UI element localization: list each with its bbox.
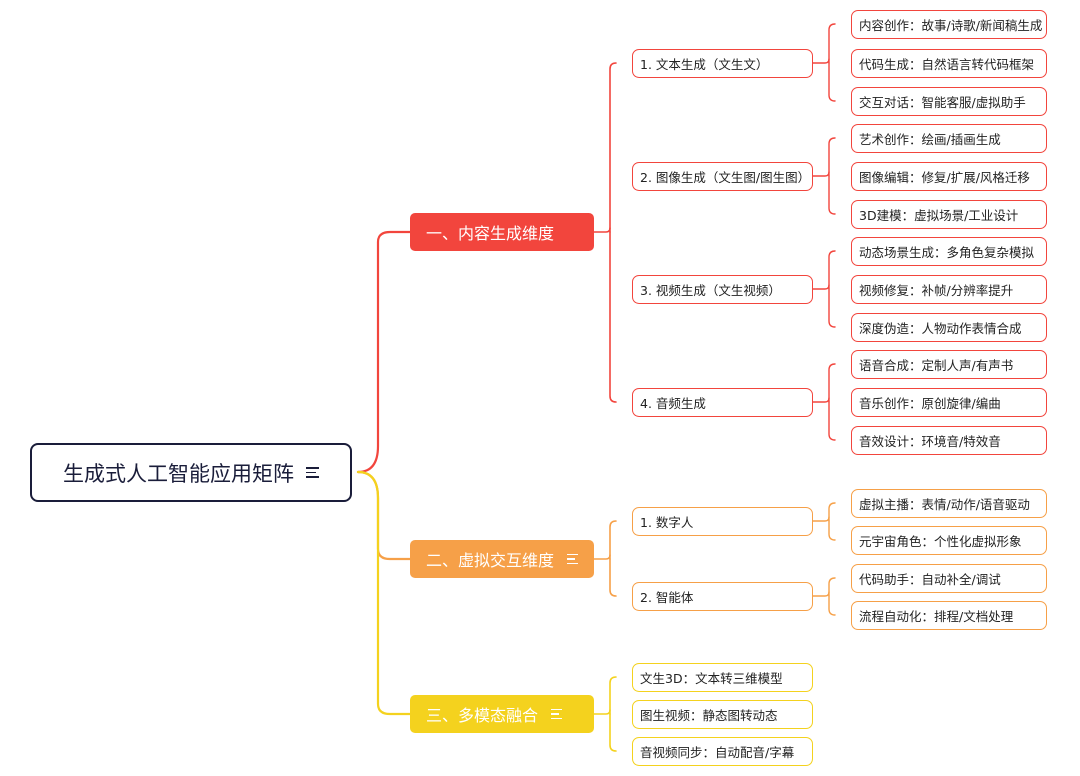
topic-1-4-label: 4. 音频生成: [640, 395, 706, 411]
subtopic-2-1-1[interactable]: 虚拟主播：表情/动作/语音驱动: [851, 488, 1047, 518]
topic-1-4-bracket-stub: [812, 397, 830, 403]
branch-1-bracket-lower: [609, 231, 617, 403]
subtopic-2-1-1-label: 虚拟主播：表情/动作/语音驱动: [859, 496, 1030, 512]
root-link-2: [356, 470, 412, 561]
topic-2-2-bracket-lower: [828, 595, 836, 616]
subtopic-1-1-2-label: 代码生成：自然语言转代码框架: [859, 56, 1035, 72]
topic-1-3[interactable]: 3. 视频生成（文生视频）: [632, 274, 813, 304]
menu-icon[interactable]: [551, 708, 563, 720]
branch-3-bracket-upper: [609, 676, 617, 715]
branch-2[interactable]: 二、虚拟交互维度: [410, 540, 594, 578]
subtopic-1-4-1-label: 语音合成：定制人声/有声书: [859, 357, 1014, 373]
branch-1[interactable]: 一、内容生成维度: [410, 213, 594, 251]
subtopic-1-1-3-label: 交互对话：智能客服/虚拟助手: [859, 94, 1026, 110]
subtopic-1-3-3[interactable]: 深度伪造：人物动作表情合成: [851, 312, 1047, 342]
topic-2-1-bracket-upper: [828, 502, 836, 522]
subtopic-2-1-2-label: 元宇宙角色：个性化虚拟形象: [859, 533, 1022, 549]
subtopic-1-1-2[interactable]: 代码生成：自然语言转代码框架: [851, 48, 1047, 78]
subtopic-1-4-2[interactable]: 音乐创作：原创旋律/编曲: [851, 387, 1047, 417]
branch-2-bracket-upper: [609, 520, 617, 560]
subtopic-2-1-2[interactable]: 元宇宙角色：个性化虚拟形象: [851, 525, 1047, 555]
subtopic-1-3-2-label: 视频修复：补帧/分辨率提升: [859, 282, 1014, 298]
subtopic-1-2-2-label: 图像编辑：修复/扩展/风格迁移: [859, 169, 1030, 185]
branch-2-bracket-stub: [593, 554, 611, 560]
subtopic-1-3-3-label: 深度伪造：人物动作表情合成: [859, 320, 1022, 336]
root-link-3: [356, 470, 412, 716]
topic-2-1-label: 1. 数字人: [640, 514, 694, 530]
subtopic-1-2-2[interactable]: 图像编辑：修复/扩展/风格迁移: [851, 161, 1047, 191]
subtopic-2-2-2-label: 流程自动化：排程/文档处理: [859, 608, 1014, 624]
branch-3-label: 三、多模态融合: [426, 706, 539, 725]
topic-1-3-bracket-stub: [812, 284, 830, 290]
subtopic-1-2-3-label: 3D建模：虚拟场景/工业设计: [859, 207, 1019, 223]
subtopic-1-4-2-label: 音乐创作：原创旋律/编曲: [859, 395, 1001, 411]
topic-1-3-bracket-lower: [828, 288, 836, 328]
branch-1-bracket-upper: [609, 62, 617, 233]
subtopic-1-3-1[interactable]: 动态场景生成：多角色复杂模拟: [851, 236, 1047, 266]
menu-icon[interactable]: [306, 467, 319, 478]
subtopic-1-1-1-label: 内容创作：故事/诗歌/新闻稿生成: [859, 17, 1043, 33]
topic-1-1-bracket-stub: [812, 58, 830, 64]
subtopic-1-2-1[interactable]: 艺术创作：绘画/插画生成: [851, 123, 1047, 153]
topic-1-1-bracket-upper: [828, 23, 836, 64]
subtopic-1-3-2[interactable]: 视频修复：补帧/分辨率提升: [851, 274, 1047, 304]
topic-2-2-bracket-stub: [812, 591, 830, 597]
topic-1-1[interactable]: 1. 文本生成（文生文）: [632, 48, 813, 78]
topic-1-3-bracket-upper: [828, 250, 836, 290]
topic-2-2-bracket-upper: [828, 577, 836, 597]
branch-2-bracket-lower: [609, 558, 617, 597]
branch-3[interactable]: 三、多模态融合: [410, 695, 594, 733]
root-topic[interactable]: 生成式人工智能应用矩阵: [30, 443, 352, 502]
subtopic-2-2-1[interactable]: 代码助手：自动补全/调试: [851, 563, 1047, 593]
topic-1-2[interactable]: 2. 图像生成（文生图/图生图）: [632, 161, 813, 191]
topic-1-2-bracket-lower: [828, 175, 836, 215]
root-topic-label: 生成式人工智能应用矩阵: [63, 461, 294, 486]
subtopic-1-4-3[interactable]: 音效设计：环境音/特效音: [851, 425, 1047, 455]
topic-2-1-bracket-lower: [828, 520, 836, 541]
subtopic-2-2-2[interactable]: 流程自动化：排程/文档处理: [851, 600, 1047, 630]
topic-3-2-label: 图生视频：静态图转动态: [640, 707, 778, 723]
branch-3-bracket-stub: [593, 709, 611, 715]
subtopic-1-2-1-label: 艺术创作：绘画/插画生成: [859, 131, 1001, 147]
subtopic-1-1-1[interactable]: 内容创作：故事/诗歌/新闻稿生成: [851, 9, 1047, 39]
topic-2-1-bracket-stub: [812, 516, 830, 522]
menu-icon[interactable]: [567, 553, 579, 565]
topic-2-1[interactable]: 1. 数字人: [632, 506, 813, 536]
root-link-1: [356, 230, 412, 474]
topic-1-1-bracket-lower: [828, 62, 836, 102]
topic-3-3-label: 音视频同步：自动配音/字幕: [640, 744, 795, 760]
subtopic-2-2-1-label: 代码助手：自动补全/调试: [859, 571, 1001, 587]
topic-1-1-label: 1. 文本生成（文生文）: [640, 56, 769, 72]
subtopic-1-4-3-label: 音效设计：环境音/特效音: [859, 433, 1001, 449]
topic-3-2[interactable]: 图生视频：静态图转动态: [632, 699, 813, 729]
topic-3-3[interactable]: 音视频同步：自动配音/字幕: [632, 736, 813, 766]
branch-3-bracket-lower: [609, 713, 617, 752]
subtopic-1-2-3[interactable]: 3D建模：虚拟场景/工业设计: [851, 199, 1047, 229]
topic-3-1[interactable]: 文生3D：文本转三维模型: [632, 662, 813, 692]
subtopic-1-3-1-label: 动态场景生成：多角色复杂模拟: [859, 244, 1035, 260]
branch-1-bracket-stub: [593, 227, 611, 233]
subtopic-1-1-3[interactable]: 交互对话：智能客服/虚拟助手: [851, 86, 1047, 116]
branch-2-label: 二、虚拟交互维度: [426, 551, 555, 570]
topic-2-2[interactable]: 2. 智能体: [632, 581, 813, 611]
topic-1-4-bracket-lower: [828, 401, 836, 441]
topic-1-3-label: 3. 视频生成（文生视频）: [640, 282, 781, 298]
topic-1-4[interactable]: 4. 音频生成: [632, 387, 813, 417]
branch-1-label: 一、内容生成维度: [426, 224, 555, 243]
topic-3-1-label: 文生3D：文本转三维模型: [640, 670, 783, 686]
topic-1-2-bracket-upper: [828, 137, 836, 177]
topic-1-4-bracket-upper: [828, 363, 836, 403]
subtopic-1-4-1[interactable]: 语音合成：定制人声/有声书: [851, 349, 1047, 379]
topic-1-2-bracket-stub: [812, 171, 830, 177]
topic-2-2-label: 2. 智能体: [640, 589, 694, 605]
topic-1-2-label: 2. 图像生成（文生图/图生图）: [640, 169, 811, 185]
